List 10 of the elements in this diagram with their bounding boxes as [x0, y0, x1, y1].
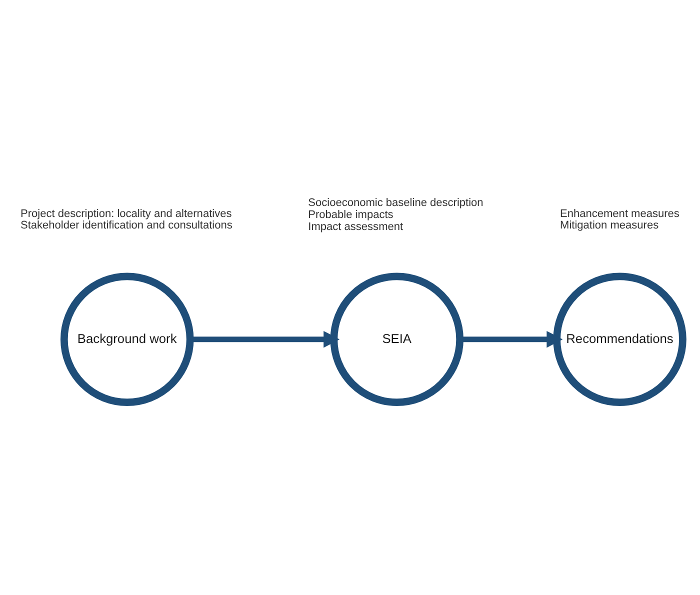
node-label: Impact assessment: [308, 220, 404, 233]
node-circle: SEIA: [330, 272, 464, 406]
node-label: Probable impacts: [308, 208, 394, 221]
node-label: Enhancement measures: [560, 207, 680, 220]
node-label: Stakeholder identification and consultations: [20, 219, 232, 232]
node-label: Mitigation measures: [560, 219, 659, 232]
node-label: Socioeconomic baseline description: [308, 196, 484, 209]
node-label: Project description: locality and alternatives: [20, 207, 232, 220]
node-circle: Background work: [60, 272, 194, 406]
node-circle: Recommendations: [553, 272, 686, 406]
